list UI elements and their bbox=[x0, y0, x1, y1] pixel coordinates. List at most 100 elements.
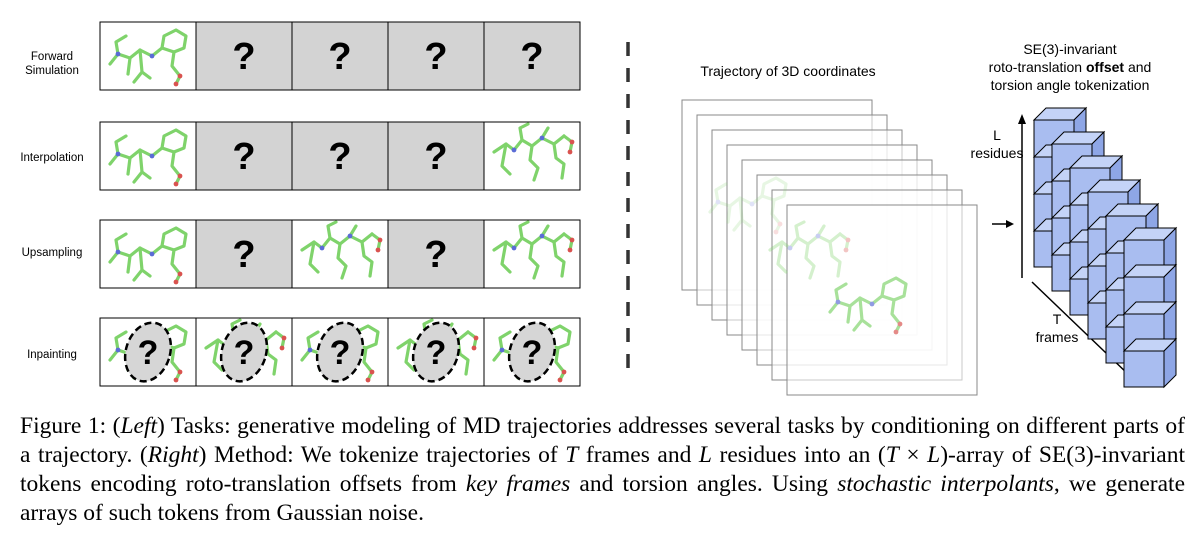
unknown-frame bbox=[195, 219, 293, 289]
molecule-bond bbox=[500, 142, 512, 176]
tokenization-offset-bold: offset bbox=[1085, 59, 1125, 75]
molecule-bond bbox=[776, 240, 788, 274]
question-mark: ? bbox=[232, 136, 255, 178]
molecule-bond bbox=[360, 240, 374, 278]
atom bbox=[499, 347, 505, 353]
atom bbox=[115, 151, 121, 157]
caption-text: ) Tasks: generative modeling of MD traje… bbox=[20, 413, 1185, 468]
question-mark: ? bbox=[328, 36, 351, 78]
molecule-bond bbox=[126, 254, 132, 274]
molecule-bond bbox=[528, 144, 540, 182]
molecule-bond bbox=[456, 338, 470, 376]
molecule-bond bbox=[108, 134, 128, 166]
caption-text: ) Method: We tokenize trajectories of bbox=[198, 442, 566, 468]
caption-text: residues into an ( bbox=[711, 442, 886, 468]
atom bbox=[773, 229, 779, 235]
task-cell: ? bbox=[195, 121, 293, 191]
molecule-bond bbox=[170, 50, 182, 86]
unknown-frame bbox=[195, 121, 293, 191]
atom bbox=[115, 347, 121, 353]
task-label-line: Upsampling bbox=[21, 247, 83, 259]
molecule-bond bbox=[838, 232, 850, 252]
task-cell bbox=[99, 21, 197, 91]
atom bbox=[149, 153, 155, 159]
figure-1: ?????????????? bbox=[99, 21, 1178, 396]
caption-math-L: L bbox=[698, 442, 712, 468]
molecule-bond bbox=[846, 304, 852, 324]
atom bbox=[281, 335, 287, 341]
task-cell bbox=[99, 121, 197, 191]
trajectory-label: Trajectory of 3D coordinates bbox=[668, 62, 908, 80]
masked-region-oval bbox=[315, 321, 365, 383]
atom bbox=[471, 345, 477, 351]
task-cell: ? bbox=[483, 21, 581, 91]
molecule-bond bbox=[880, 276, 908, 302]
atom bbox=[377, 237, 383, 243]
unknown-frame bbox=[387, 121, 485, 191]
atom bbox=[173, 181, 179, 187]
molecule-bond bbox=[160, 128, 188, 154]
tokenization-label: SE(3)-invariant roto-translation offset … bbox=[958, 40, 1182, 94]
axis-T-word: frames bbox=[1035, 329, 1079, 345]
task-cell bbox=[483, 121, 581, 191]
molecule-bond bbox=[404, 338, 416, 372]
unknown-frame bbox=[387, 219, 485, 289]
caption-times: × bbox=[898, 442, 928, 468]
atom bbox=[569, 237, 575, 243]
molecule-bond bbox=[740, 218, 752, 228]
task-cell: ? bbox=[291, 317, 389, 387]
caption-math-L: L bbox=[927, 442, 941, 468]
trajectory-molecule bbox=[768, 220, 851, 280]
molecule-bond bbox=[126, 56, 132, 76]
molecule-bond bbox=[554, 346, 566, 382]
tokenization-line-2-pre: roto-translation bbox=[988, 59, 1086, 75]
task-cell bbox=[483, 219, 581, 289]
atom bbox=[511, 245, 517, 251]
unknown-frame bbox=[291, 121, 389, 191]
atom bbox=[569, 139, 575, 145]
molecule-bond bbox=[716, 194, 776, 208]
task-label-line: Simulation bbox=[25, 65, 79, 77]
molecule-bond bbox=[326, 220, 338, 240]
molecule-bond bbox=[108, 34, 128, 66]
caption-stochastic-interpolants: stochastic interpolants bbox=[837, 471, 1054, 497]
question-mark: ? bbox=[424, 234, 447, 276]
task-cell: ? bbox=[195, 317, 293, 387]
task-label-line: Interpolation bbox=[20, 152, 84, 164]
caption-math-T: T bbox=[565, 442, 579, 468]
axis-L-arrowhead bbox=[1018, 114, 1026, 124]
trajectory-molecule-overlay bbox=[708, 176, 908, 335]
molecule-bond bbox=[300, 330, 320, 362]
atom bbox=[835, 299, 841, 305]
atom bbox=[897, 321, 903, 327]
masked-region-oval bbox=[219, 321, 269, 383]
atom bbox=[845, 237, 851, 243]
molecule-bond bbox=[794, 220, 806, 240]
unknown-frame bbox=[483, 21, 581, 91]
atom bbox=[365, 377, 371, 383]
axis-T-letter: T bbox=[1052, 311, 1062, 327]
caption-left-word: Left bbox=[120, 413, 157, 439]
molecule-bond bbox=[552, 240, 566, 278]
atom bbox=[279, 345, 285, 351]
molecule-bond bbox=[732, 196, 744, 232]
task-label-upsampling: Upsampling bbox=[4, 246, 100, 260]
atom bbox=[557, 377, 563, 383]
molecule-bond bbox=[140, 70, 152, 80]
axis-L-letter: L bbox=[993, 127, 1001, 143]
caption-right-word: Right bbox=[147, 442, 199, 468]
molecule-bond bbox=[890, 298, 902, 334]
task-cell: ? bbox=[387, 317, 485, 387]
molecule-bond bbox=[170, 150, 182, 186]
atom bbox=[561, 369, 567, 375]
atom bbox=[843, 247, 849, 253]
task-cell: ? bbox=[387, 21, 485, 91]
trajectory-molecule bbox=[828, 276, 908, 335]
atom bbox=[777, 221, 783, 227]
task-label-forward-simulation: Forward Simulation bbox=[4, 50, 100, 78]
unknown-frame bbox=[291, 21, 389, 91]
molecule-bond bbox=[108, 232, 128, 264]
molecule-bond bbox=[140, 268, 152, 278]
molecule-bond bbox=[518, 122, 530, 142]
molecule-bond bbox=[816, 224, 826, 238]
